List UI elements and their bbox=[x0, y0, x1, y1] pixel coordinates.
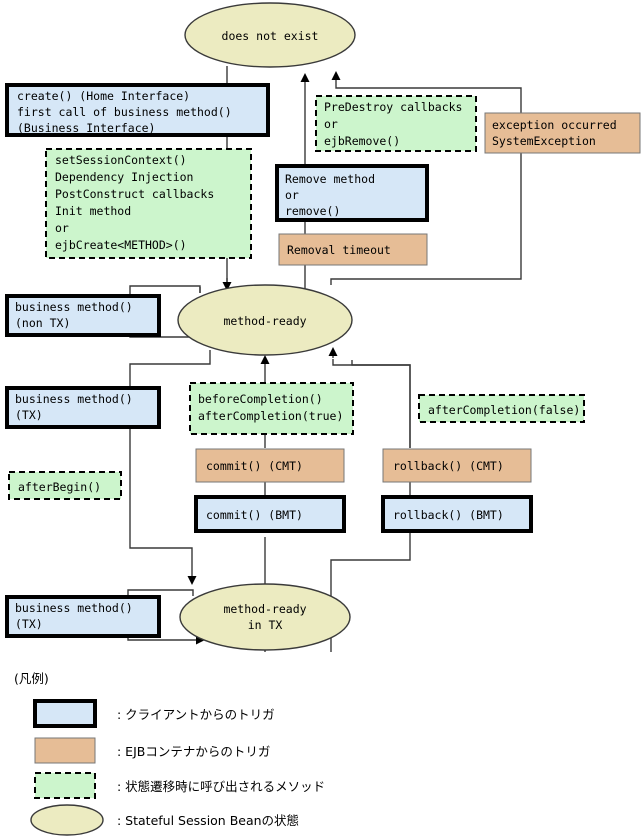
node-exception-line-2: SystemException bbox=[492, 134, 596, 148]
node-set-session-context: setSessionContext() Dependency Injection… bbox=[45, 148, 252, 259]
node-predestroy-line-3: ejbRemove() bbox=[324, 134, 400, 148]
node-ssc-line-3: PostConstruct callbacks bbox=[55, 187, 214, 201]
node-before-completion-line-1: beforeCompletion() bbox=[198, 392, 323, 406]
node-exception-occurred: exception occurred SystemException bbox=[484, 112, 641, 154]
edge-rollback-lower bbox=[330, 533, 411, 652]
node-predestroy-line-1: PreDestroy callbacks bbox=[324, 100, 462, 114]
node-create-line-2: first call of business method() bbox=[17, 105, 232, 119]
node-removal-timeout: Removal timeout bbox=[278, 233, 428, 266]
state-method-ready bbox=[177, 284, 353, 356]
edge-rollback-up bbox=[351, 360, 411, 448]
node-ssc-line-1: setSessionContext() bbox=[55, 153, 187, 167]
state-does-not-exist bbox=[184, 2, 356, 68]
node-after-begin-label: afterBegin() bbox=[18, 480, 101, 494]
edge-exception-to-does-not-exist bbox=[330, 71, 522, 285]
legend: (凡例) : クライアントからのトリガ : EJBコンテナからのトリガ : 状態… bbox=[14, 671, 325, 836]
node-remove-method[interactable]: Remove method or remove() bbox=[275, 164, 429, 222]
node-after-completion-false: afterCompletion(false) bbox=[418, 394, 585, 423]
node-business-method-tx-upper[interactable]: business method() (TX) bbox=[5, 386, 161, 429]
edge-tx-to-method-ready-in-tx bbox=[129, 425, 197, 585]
node-rollback-bmt-label: rollback() (BMT) bbox=[393, 508, 504, 522]
state-method-ready-in-tx bbox=[179, 583, 351, 651]
node-ssc-line-5: or bbox=[55, 221, 69, 235]
edge-tx-down bbox=[129, 350, 211, 388]
edge-txlower-out bbox=[127, 589, 194, 597]
legend-title: (凡例) bbox=[14, 671, 49, 686]
node-after-begin: afterBegin() bbox=[8, 471, 122, 500]
node-rollback-bmt[interactable]: rollback() (BMT) bbox=[381, 495, 533, 533]
legend-label-container-trigger: : EJBコンテナからのトリガ bbox=[117, 744, 270, 759]
legend-swatch-container-trigger bbox=[34, 737, 96, 764]
legend-label-callback-method: : 状態遷移時に呼び出されるメソッド bbox=[117, 779, 325, 794]
node-bm-tx-upper-line-1: business method() bbox=[15, 392, 133, 406]
node-remove-line-1: Remove method bbox=[285, 172, 375, 186]
node-remove-line-3: remove() bbox=[285, 204, 340, 218]
node-before-completion-line-2: afterCompletion(true) bbox=[198, 409, 343, 423]
node-predestroy-line-2: or bbox=[324, 117, 338, 131]
node-before-completion: beforeCompletion() afterCompletion(true) bbox=[189, 382, 354, 435]
node-removal-timeout-label: Removal timeout bbox=[287, 243, 391, 257]
node-bm-tx-lower-line-2: (TX) bbox=[15, 617, 43, 631]
edge-nontx-out-seg bbox=[129, 285, 201, 294]
node-create-line-1: create() (Home Interface) bbox=[17, 89, 190, 103]
node-rollback-cmt: rollback() (CMT) bbox=[382, 448, 532, 483]
node-bm-tx-lower-line-1: business method() bbox=[15, 601, 133, 615]
legend-swatch-callback-method bbox=[34, 772, 96, 799]
legend-label-client-trigger: : クライアントからのトリガ bbox=[117, 707, 275, 722]
state-does-not-exist-label: does not exist bbox=[222, 29, 319, 43]
node-pre-destroy: PreDestroy callbacks or ejbRemove() bbox=[315, 95, 477, 152]
node-exception-line-1: exception occurred bbox=[492, 118, 617, 132]
node-bm-nontx-line-2: (non TX) bbox=[15, 316, 70, 330]
state-layer: does not exist method-ready method-ready… bbox=[177, 2, 356, 651]
node-ssc-line-4: Init method bbox=[55, 204, 131, 218]
legend-swatch-state bbox=[30, 804, 104, 836]
node-after-completion-false-label: afterCompletion(false) bbox=[428, 403, 580, 417]
node-layer: create() (Home Interface) first call of … bbox=[5, 83, 641, 638]
node-commit-cmt-label: commit() (CMT) bbox=[206, 459, 303, 473]
state-method-ready-in-tx-label-1: method-ready bbox=[223, 602, 306, 616]
node-ssc-line-2: Dependency Injection bbox=[55, 170, 193, 184]
node-business-method-tx-lower[interactable]: business method() (TX) bbox=[5, 595, 161, 638]
node-commit-cmt: commit() (CMT) bbox=[195, 448, 345, 483]
node-create[interactable]: create() (Home Interface) first call of … bbox=[5, 83, 270, 137]
state-method-ready-label: method-ready bbox=[223, 314, 306, 328]
legend-swatch-client-trigger bbox=[33, 699, 97, 728]
node-business-method-non-tx[interactable]: business method() (non TX) bbox=[5, 294, 161, 337]
state-method-ready-in-tx-label-2: in TX bbox=[248, 618, 283, 632]
node-remove-line-2: or bbox=[285, 188, 299, 202]
node-bm-tx-upper-line-2: (TX) bbox=[15, 408, 43, 422]
edge-rollback-to-method-ready bbox=[332, 359, 411, 448]
node-create-line-3: (Business Interface) bbox=[17, 121, 155, 135]
node-rollback-cmt-label: rollback() (CMT) bbox=[393, 459, 504, 473]
node-bm-nontx-line-1: business method() bbox=[15, 300, 133, 314]
node-commit-bmt[interactable]: commit() (BMT) bbox=[194, 495, 346, 533]
node-commit-bmt-label: commit() (BMT) bbox=[206, 508, 303, 522]
legend-label-state: : Stateful Session Beanの状態 bbox=[117, 813, 299, 828]
node-ssc-line-6: ejbCreate<METHOD>() bbox=[55, 238, 187, 252]
